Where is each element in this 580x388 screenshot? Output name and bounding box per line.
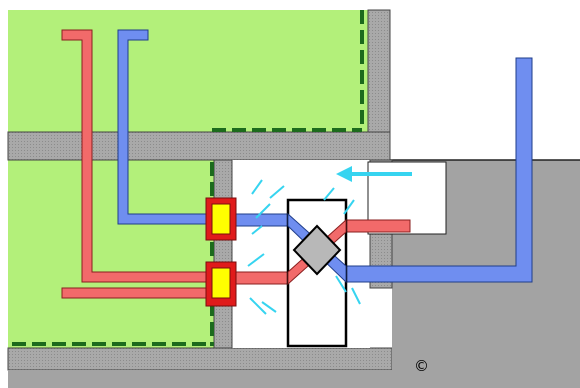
- airflow-arrows: [247, 179, 361, 315]
- outdoor-intake-duct: [345, 219, 411, 233]
- upper-room: [8, 10, 368, 132]
- dashed-border: [12, 10, 364, 346]
- lower-room: [8, 160, 214, 348]
- supply-fan: [205, 261, 237, 307]
- utility-left-wall: [213, 159, 233, 349]
- intake-arrow: [336, 166, 412, 182]
- heat-exchanger: [292, 224, 342, 276]
- exhaust-duct-stub: [235, 213, 289, 227]
- supply-ducts: [61, 29, 411, 299]
- copyright-symbol: ©: [414, 357, 429, 375]
- floor-slab: [7, 131, 391, 161]
- bottom-slab: [7, 347, 393, 371]
- exhaust-duct-upper: [117, 29, 207, 225]
- supply-duct-lower: [61, 287, 211, 299]
- exhaust-fan: [205, 197, 237, 241]
- supply-duct-stub: [235, 271, 289, 285]
